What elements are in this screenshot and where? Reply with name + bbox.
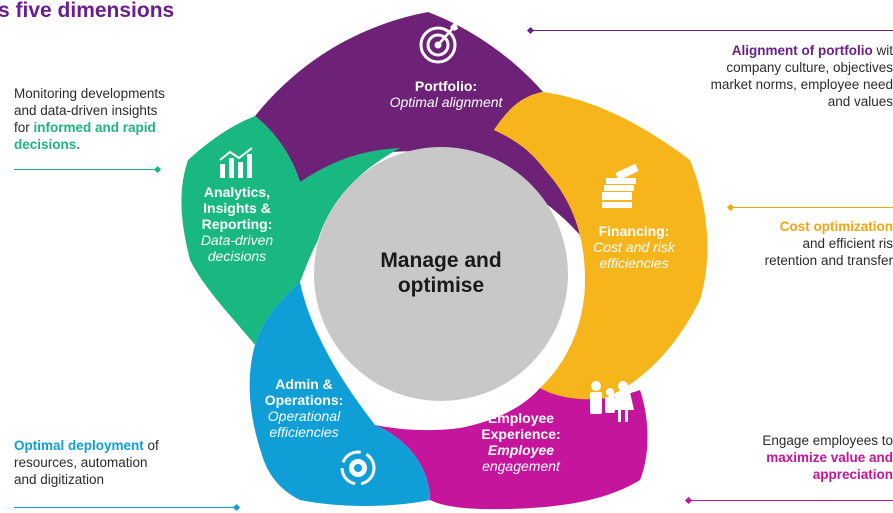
page-title: s five dimensions bbox=[0, 0, 175, 22]
center-circle bbox=[314, 147, 568, 401]
target-icon bbox=[419, 21, 458, 64]
segment-portfolio bbox=[255, 12, 580, 235]
admin-description: Optimal deployment of resources, automat… bbox=[14, 438, 159, 487]
analytics-description: Monitoring developments and data-driven … bbox=[14, 86, 165, 152]
admin-label: Admin & Operations: Operational efficien… bbox=[264, 376, 344, 440]
segment-financing bbox=[494, 92, 708, 402]
segment-employee bbox=[375, 388, 648, 510]
portfolio-label: Portfolio: Optimal alignment bbox=[389, 78, 503, 110]
segment-admin bbox=[249, 282, 430, 506]
employee-connector bbox=[688, 500, 893, 501]
employee-description: Engage employees to maximize value and a… bbox=[762, 433, 893, 482]
segment-analytics bbox=[181, 116, 400, 345]
financing-label: Financing: Cost and risk efficiencies bbox=[593, 223, 675, 271]
analytics-label: Analytics, Insights & Reporting: Data-dr… bbox=[200, 184, 274, 264]
financing-description: Cost optimization and efficient ris rete… bbox=[764, 219, 893, 268]
financing-connector bbox=[730, 207, 893, 208]
gear-cycle-icon bbox=[340, 450, 376, 486]
people-icon bbox=[590, 381, 634, 422]
money-stack-icon bbox=[602, 163, 639, 208]
bar-chart-icon bbox=[219, 147, 253, 178]
portfolio-connector bbox=[530, 30, 893, 31]
portfolio-description: Alignment of portfolio wit company cultu… bbox=[710, 43, 893, 109]
center-label: Manage and optimise bbox=[380, 249, 502, 297]
analytics-connector bbox=[14, 169, 157, 170]
admin-connector bbox=[14, 507, 236, 508]
employee-label: Employee Experience: Employee engagement bbox=[481, 410, 561, 474]
